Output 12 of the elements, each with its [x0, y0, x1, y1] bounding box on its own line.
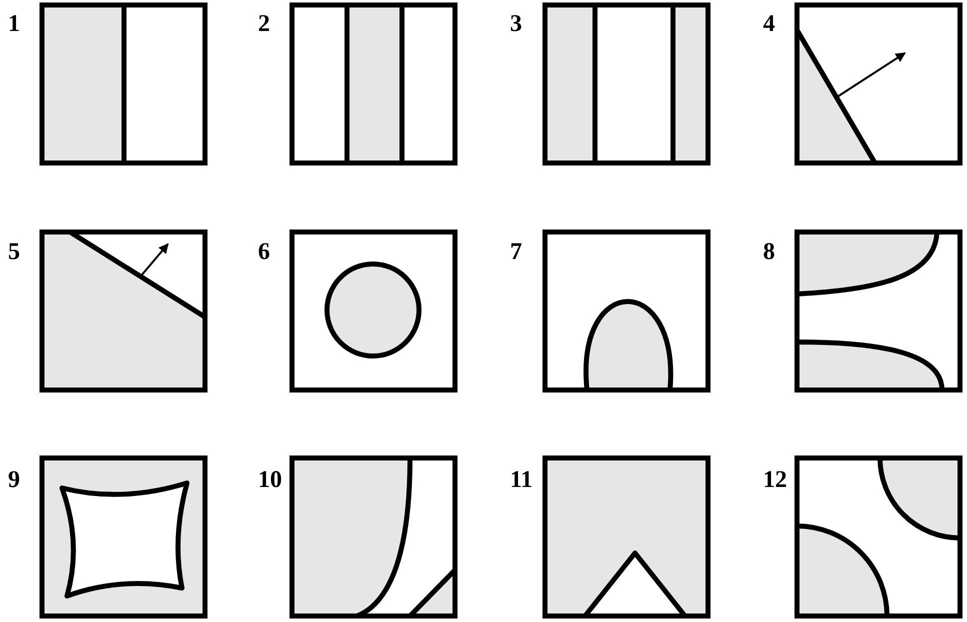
panel-number: 9: [8, 468, 20, 492]
panel-number: 6: [258, 240, 270, 264]
panel-number: 3: [510, 12, 522, 36]
panel-number: 1: [8, 12, 20, 36]
panel-number: 7: [510, 240, 522, 264]
panel-number: 12: [763, 468, 787, 492]
panel-number: 10: [258, 468, 282, 492]
panel-number: 5: [8, 240, 20, 264]
panel-number: 2: [258, 12, 270, 36]
panel-number: 4: [763, 12, 775, 36]
panel-number: 8: [763, 240, 775, 264]
panel-number: 11: [510, 468, 533, 492]
